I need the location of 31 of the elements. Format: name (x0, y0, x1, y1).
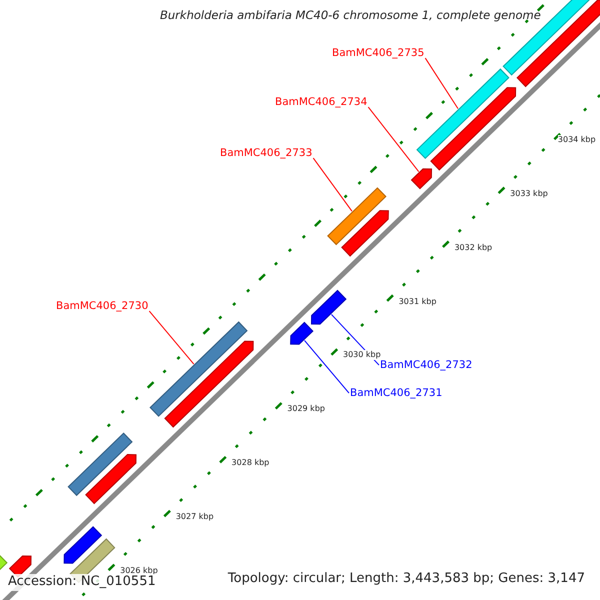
gene-feature (327, 187, 386, 246)
gene-label: BamMC406_2734 (275, 96, 368, 108)
gene-label: BamMC406_2732 (380, 359, 472, 372)
page-title: Burkholderia ambifaria MC40-6 chromosome 1, complete genome (160, 9, 541, 22)
scale-label: 3027 kbp (176, 512, 214, 522)
scale-label: 3034 kbp (558, 134, 596, 144)
gene-feature (64, 526, 102, 564)
gene-feature (410, 168, 432, 190)
leader-line (304, 340, 350, 394)
gene-label: BamMC406_2735 (332, 47, 424, 60)
leader-line (424, 58, 458, 110)
gene-feature (85, 454, 136, 504)
leader-line (312, 158, 352, 212)
gene-feature (430, 87, 516, 171)
scale-label: 3032 kbp (454, 242, 492, 252)
leader-line (368, 106, 420, 172)
gene-feature (150, 321, 248, 417)
gene-label: BamMC406_2730 (56, 300, 148, 312)
gene-feature (164, 340, 254, 428)
gene-feature (311, 290, 347, 325)
scale-label: 3030 kbp (343, 350, 381, 360)
gene-feature (416, 68, 510, 159)
scale-label: 3033 kbp (510, 188, 548, 198)
gene-feature (290, 322, 314, 345)
gene-label: BamMC406_2733 (220, 147, 312, 160)
gene-feature (341, 210, 389, 257)
scale-label: 3031 kbp (398, 296, 436, 306)
scale-label: 3028 kbp (232, 458, 270, 468)
gene-label: BamMC406_2731 (350, 387, 442, 400)
scale-label: 3029 kbp (287, 404, 325, 414)
gene-feature (68, 432, 133, 496)
